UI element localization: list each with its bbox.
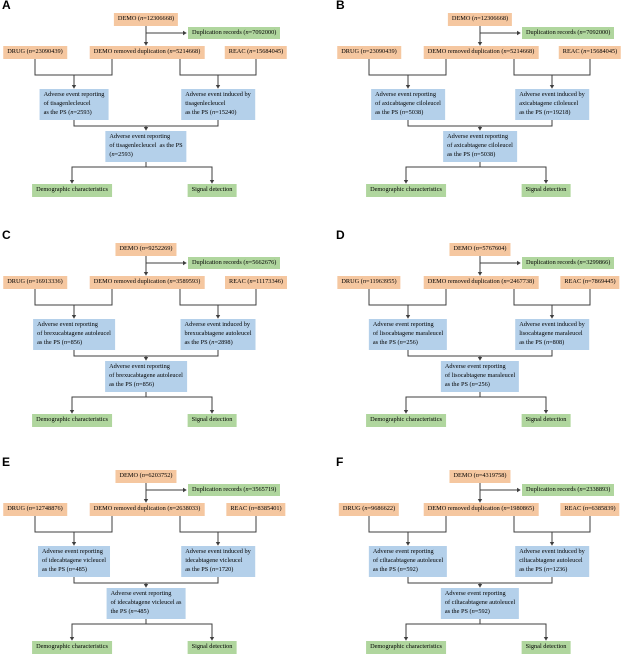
panel-c: C <box>0 220 316 440</box>
adverse-event-reporting-box: Adverse event reporting of brexucabtagen… <box>33 319 115 350</box>
connector-lines <box>368 483 591 641</box>
demo-removed-duplication-box: DEMO removed duplication (n=3589593) <box>89 276 205 289</box>
panel-label: A <box>2 0 11 12</box>
adverse-event-induced-box: Adverse event induced by brexucabtagene … <box>180 319 256 350</box>
flowchart-a: A <box>0 0 316 220</box>
demo-box: DEMO (n=6203752) <box>115 470 177 483</box>
panel-label: D <box>336 228 345 242</box>
connector-lines <box>34 256 257 414</box>
adverse-event-reporting-ps-box: Adverse event reporting of lisocabtagene… <box>440 361 520 392</box>
duplication-records-box: Duplication records (n=3565719) <box>188 483 281 497</box>
adverse-event-induced-box: Adverse event induced by axicabtagene ci… <box>515 89 589 120</box>
adverse-event-reporting-ps-box: Adverse event reporting of ciltacabtagen… <box>440 588 520 619</box>
connector-lines <box>34 483 257 641</box>
reac-box: REAC (n=8385401) <box>226 503 286 516</box>
connector-lines <box>34 26 257 184</box>
demo-removed-duplication-box: DEMO removed duplication (n=1980865) <box>423 503 539 516</box>
connector-lines <box>368 256 591 414</box>
demographic-characteristics-box: Demographic characteristics <box>366 184 446 197</box>
panel-label: E <box>2 455 11 469</box>
duplication-records-box: Duplication records (n=7092000) <box>522 26 615 40</box>
adverse-event-reporting-ps-box: Adverse event reporting of tisagenlecleu… <box>105 131 187 162</box>
duplication-records-box: Duplication records (n=5662676) <box>188 256 281 270</box>
adverse-event-induced-box: Adverse event induced by ciltacabtagene … <box>515 546 589 577</box>
adverse-event-reporting-ps-box: Adverse event reporting of idecabtagene … <box>106 588 186 619</box>
drug-box: DRUG (n=16913336) <box>3 276 67 289</box>
reac-box: REAC (n=6385839) <box>560 503 620 516</box>
demo-box: DEMO (n=5767604) <box>449 243 511 256</box>
panel-label: B <box>336 0 345 12</box>
panel-e: E <box>0 440 316 660</box>
demo-removed-duplication-box: DEMO removed duplication (n=2638033) <box>89 503 205 516</box>
adverse-event-induced-box: Adverse event induced by lisocabtagene m… <box>515 319 589 350</box>
duplication-records-box: Duplication records (n=3299866) <box>522 256 615 270</box>
drug-box: DRUG (n=23090439) <box>3 46 67 59</box>
panel-label: C <box>2 228 11 242</box>
demo-removed-duplication-box: DEMO removed duplication (n=5214668) <box>423 46 539 59</box>
panel-d: D <box>316 220 632 440</box>
signal-detection-box: Signal detection <box>521 641 571 654</box>
demographic-characteristics-box: Demographic characteristics <box>32 641 112 654</box>
reac-box: REAC (n=15684045) <box>558 46 622 59</box>
demo-box: DEMO (n=4319758) <box>449 470 511 483</box>
adverse-event-reporting-ps-box: Adverse event reporting of axicabtagene … <box>443 131 517 162</box>
flowchart-f: F <box>334 455 632 660</box>
flowchart-b: B <box>334 0 632 220</box>
demo-box: DEMO (n=9252269) <box>115 243 177 256</box>
signal-detection-box: Signal detection <box>521 184 571 197</box>
demo-removed-duplication-box: DEMO removed duplication (n=2467738) <box>423 276 539 289</box>
flowchart-e: E <box>0 455 316 660</box>
duplication-records-box: Duplication records (n=7092000) <box>188 26 281 40</box>
drug-box: DRUG (n=12748876) <box>3 503 67 516</box>
duplication-records-box: Duplication records (n=2338893) <box>522 483 615 497</box>
signal-detection-box: Signal detection <box>187 414 237 427</box>
adverse-event-induced-box: Adverse event induced by tisagenlecleuce… <box>181 89 255 120</box>
demographic-characteristics-box: Demographic characteristics <box>32 414 112 427</box>
panel-f: F <box>316 440 632 660</box>
drug-box: DRUG (n=23090439) <box>337 46 401 59</box>
demo-box: DEMO (n=12306668) <box>113 13 179 26</box>
flowchart-d: D <box>334 228 632 450</box>
reac-box: REAC (n=15684045) <box>224 46 288 59</box>
adverse-event-reporting-ps-box: Adverse event reporting of brexucabtagen… <box>105 361 187 392</box>
adverse-event-reporting-box: Adverse event reporting of tisagenlecleu… <box>39 89 109 120</box>
panel-label: F <box>336 455 344 469</box>
panel-a: A <box>0 0 316 220</box>
connector-lines <box>368 26 591 184</box>
adverse-event-reporting-box: Adverse event reporting of ciltacabtagen… <box>368 546 448 577</box>
panel-b: B <box>316 0 632 220</box>
adverse-event-reporting-box: Adverse event reporting of idecabtagene … <box>38 546 110 577</box>
demo-removed-duplication-box: DEMO removed duplication (n=5214668) <box>89 46 205 59</box>
drug-box: DRUG (n=9686622) <box>338 503 400 516</box>
flowchart-c: C <box>0 228 316 450</box>
reac-box: REAC (n=7869445) <box>560 276 620 289</box>
adverse-event-reporting-box: Adverse event reporting of lisocabtagene… <box>368 319 448 350</box>
adverse-event-induced-box: Adverse event induced by idecabtagene vi… <box>181 546 255 577</box>
reac-box: REAC (n=11173346) <box>225 276 287 289</box>
signal-detection-box: Signal detection <box>187 641 237 654</box>
demographic-characteristics-box: Demographic characteristics <box>366 641 446 654</box>
demographic-characteristics-box: Demographic characteristics <box>366 414 446 427</box>
adverse-event-reporting-box: Adverse event reporting of axicabtagene … <box>371 89 445 120</box>
signal-detection-box: Signal detection <box>187 184 237 197</box>
signal-detection-box: Signal detection <box>521 414 571 427</box>
demo-box: DEMO (n=12306668) <box>447 13 513 26</box>
drug-box: DRUG (n=11963955) <box>337 276 401 289</box>
demographic-characteristics-box: Demographic characteristics <box>32 184 112 197</box>
